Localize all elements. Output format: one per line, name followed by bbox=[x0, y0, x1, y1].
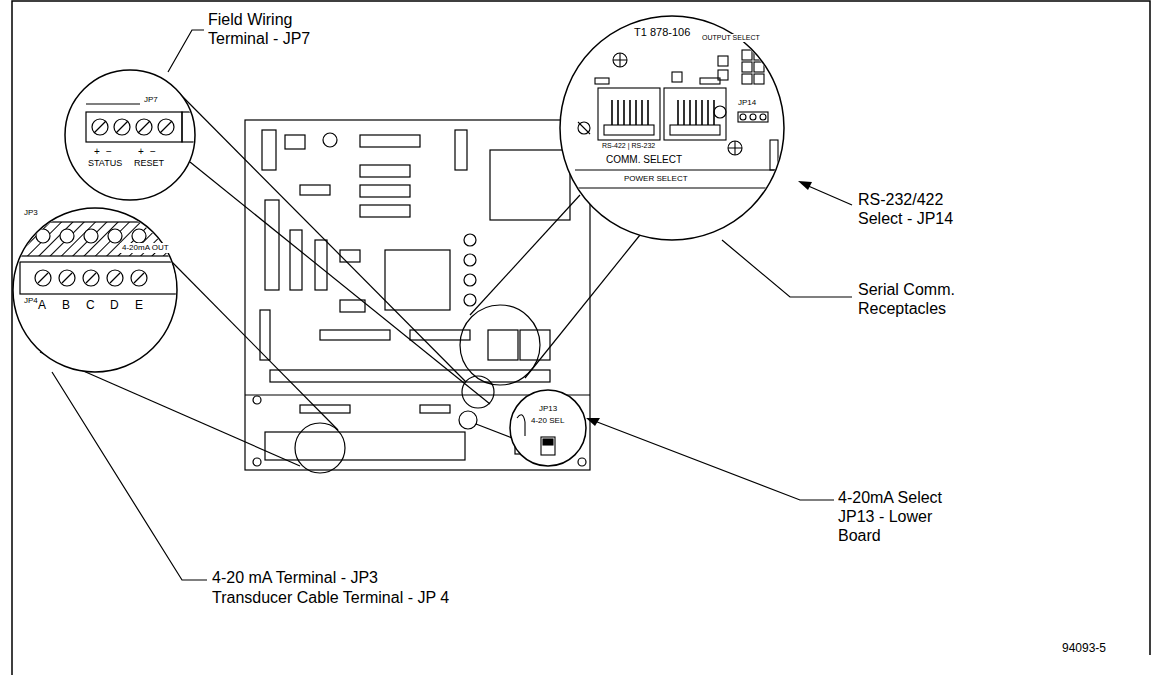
silkscreen-label: POWER SELECT bbox=[622, 174, 690, 184]
terminal-letter: D bbox=[110, 298, 119, 312]
terminal-letter: C bbox=[86, 298, 95, 312]
terminal-letter: B bbox=[62, 298, 70, 312]
pin-name: RESET bbox=[132, 158, 166, 169]
jumper-name: JP13 bbox=[537, 404, 559, 414]
silkscreen-label: 4-20mA OUT bbox=[120, 243, 171, 253]
pin-name: STATUS bbox=[86, 158, 124, 169]
callout-label: 4-20mA Select JP13 - Lower Board bbox=[838, 488, 968, 546]
board-number: T1 878-106 bbox=[632, 26, 692, 39]
pin-sign: + bbox=[136, 146, 146, 158]
connector-name: JP4 bbox=[22, 296, 40, 306]
terminal-letter: E bbox=[135, 298, 143, 312]
figure-number: 94093-5 bbox=[1062, 641, 1106, 655]
jumper-setting: RS-422 | RS-232 bbox=[600, 142, 657, 150]
jumper-name: JP14 bbox=[736, 98, 758, 108]
callout-label: Field Wiring Terminal - JP7 bbox=[208, 10, 320, 48]
callout-label: 4-20 mA Terminal - JP3 bbox=[212, 568, 378, 587]
connector-name: JP3 bbox=[22, 208, 40, 218]
callout-label: Transducer Cable Terminal - JP 4 bbox=[212, 588, 449, 607]
callout-label: Serial Comm. Receptacles bbox=[858, 280, 968, 318]
jumper-name: OUTPUT SELECT bbox=[700, 34, 762, 42]
pin-sign: − bbox=[104, 146, 114, 158]
pin-sign: − bbox=[148, 146, 158, 158]
jumper-name: 4-20 SEL bbox=[529, 416, 566, 426]
pin-sign: + bbox=[92, 146, 102, 158]
silkscreen-label: COMM. SELECT bbox=[604, 154, 684, 166]
connector-name: JP7 bbox=[142, 95, 160, 105]
terminal-letter: A bbox=[38, 298, 46, 312]
callout-label: RS-232/422 Select - JP14 bbox=[858, 190, 973, 228]
